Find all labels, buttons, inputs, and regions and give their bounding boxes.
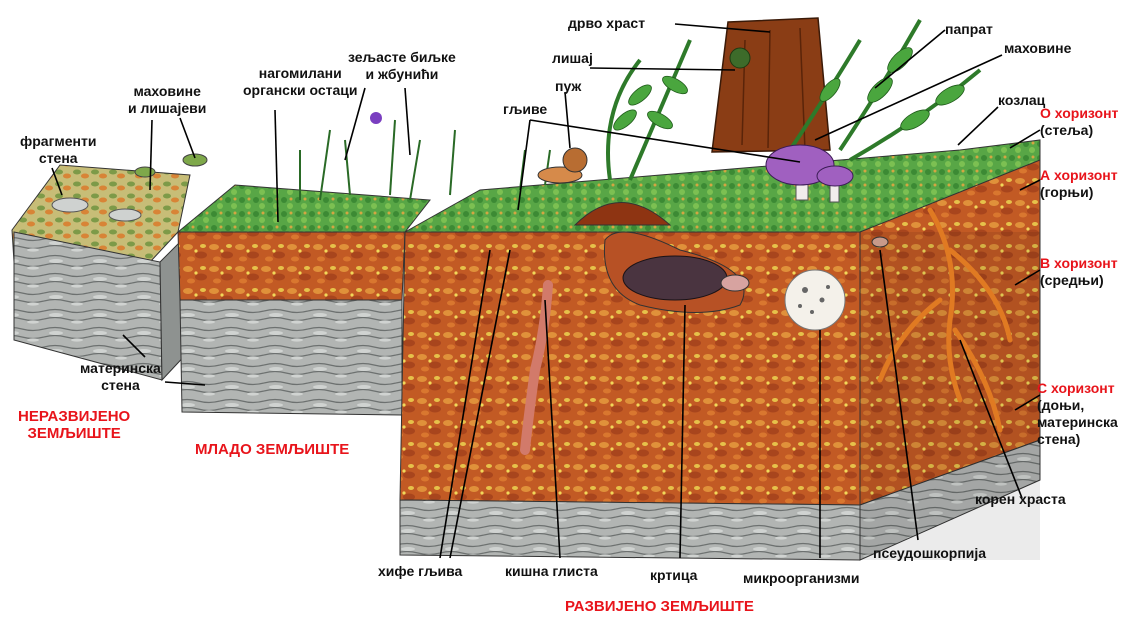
label-herbs-shrubs-line2: и жбунићи	[348, 66, 456, 83]
label-mosses-lichens-line2: и лишајеви	[128, 100, 206, 117]
microorganisms	[785, 270, 845, 330]
horizon-o: О хоризонт (стеља)	[1040, 105, 1118, 139]
horizon-c-desc-line1: (доњи,	[1037, 397, 1118, 414]
label-earthworm: кишна глиста	[505, 563, 598, 580]
label-oak-tree: дрво храст	[568, 15, 645, 32]
horizon-c: С хоризонт (доњи, материнска стена)	[1037, 380, 1118, 448]
developed-soil-block	[400, 140, 1040, 560]
horizon-a-desc: (горњи)	[1040, 184, 1118, 201]
label-parent-rock-line1: материнска	[80, 360, 161, 377]
label-fungal-hyphae: хифе гљива	[378, 563, 462, 580]
title-undeveloped-line2: ЗЕМЉИШТЕ	[18, 425, 130, 442]
label-mosses: маховине	[1004, 40, 1071, 57]
label-rock-fragments: фрагменти стена	[20, 133, 96, 167]
title-undeveloped-soil: НЕРАЗВИЈЕНО ЗЕМЉИШТЕ	[18, 408, 130, 442]
label-herbs-shrubs: зељасте биљке и жбунићи	[348, 49, 456, 83]
label-mosses-lichens-line1: маховине	[128, 83, 206, 100]
label-microorganisms: микроорганизми	[743, 570, 859, 587]
label-rock-fragments-line2: стена	[20, 150, 96, 167]
label-organic-debris: нагомилани органски остаци	[243, 65, 357, 99]
label-snail: пуж	[555, 78, 581, 95]
young-soil-block	[178, 185, 430, 415]
title-developed-soil: РАЗВИЈЕНО ЗЕМЉИШТЕ	[565, 598, 754, 615]
label-oak-root: корен храста	[975, 491, 1066, 508]
horizon-b: В хоризонт (средњи)	[1040, 255, 1118, 289]
horizon-a: А хоризонт (горњи)	[1040, 167, 1118, 201]
label-parent-rock-line2: стена	[80, 377, 161, 394]
label-mole: кртица	[650, 567, 697, 584]
horizon-o-desc: (стеља)	[1040, 122, 1118, 139]
flower	[370, 112, 382, 124]
pseudoscorpion	[872, 237, 888, 247]
label-organic-debris-line2: органски остаци	[243, 82, 357, 99]
label-lichen: лишај	[552, 50, 593, 67]
horizon-a-name: А хоризонт	[1040, 167, 1118, 184]
label-pseudoscorpion: псеудошкорпија	[873, 545, 986, 562]
label-parent-rock: материнска стена	[80, 360, 161, 394]
title-undeveloped-line1: НЕРАЗВИЈЕНО	[18, 408, 130, 425]
label-rock-fragments-line1: фрагменти	[20, 133, 96, 150]
undeveloped-soil-block	[12, 154, 207, 380]
label-mosses-lichens: маховине и лишајеви	[128, 83, 206, 117]
horizon-o-name: О хоризонт	[1040, 105, 1118, 122]
horizon-c-name: С хоризонт	[1037, 380, 1118, 397]
label-fungi: гљиве	[503, 101, 547, 118]
label-herbs-shrubs-line1: зељасте биљке	[348, 49, 456, 66]
label-goat-beard: козлац	[998, 92, 1045, 109]
title-young-soil: МЛАДО ЗЕМЉИШТЕ	[195, 441, 349, 458]
horizon-c-desc-line2: материнска	[1037, 414, 1118, 431]
horizon-c-desc-line3: стена)	[1037, 431, 1118, 448]
horizon-b-desc: (средњи)	[1040, 272, 1118, 289]
label-fern: папрат	[945, 21, 993, 38]
snail	[538, 148, 587, 183]
horizon-b-name: В хоризонт	[1040, 255, 1118, 272]
label-organic-debris-line1: нагомилани	[243, 65, 357, 82]
oak-tree	[712, 18, 830, 152]
